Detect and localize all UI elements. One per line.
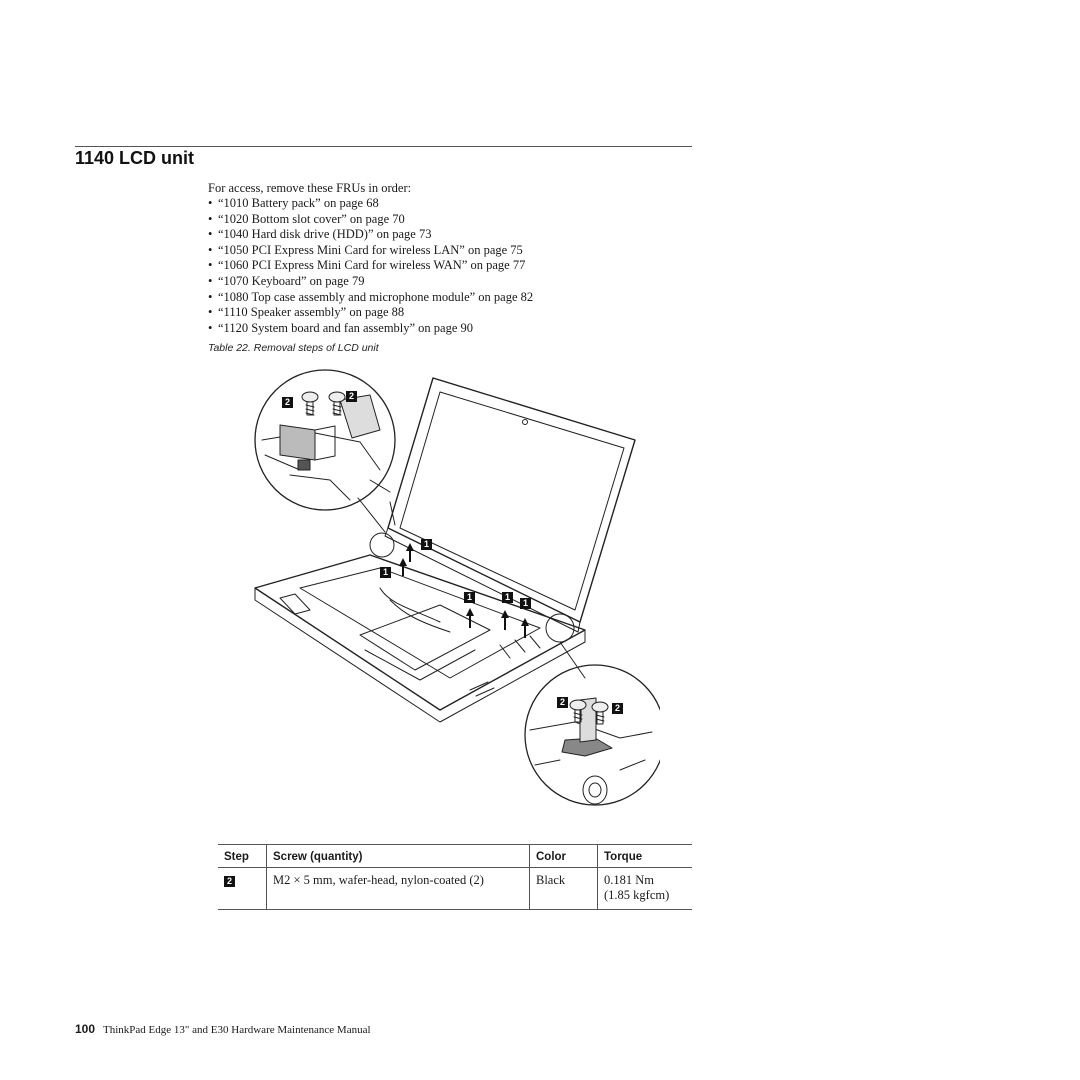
list-item: • “1080 Top case assembly and microphone …	[208, 290, 533, 306]
screw-icon	[569, 699, 587, 723]
lcd-panel	[384, 377, 636, 633]
bullet: •	[208, 320, 213, 335]
callout-2: 2	[282, 397, 293, 408]
callout-1: 1	[421, 539, 432, 550]
lcd-removal-illustration: 2 2 1 1 1 1 1 2 2	[240, 360, 666, 820]
fru-link[interactable]: “1060 PCI Express Mini Card for wireless…	[218, 258, 526, 273]
column-header-color: Color	[529, 844, 598, 868]
list-item: • “1020 Bottom slot cover” on page 70	[208, 212, 533, 228]
screw-icon	[301, 391, 319, 416]
list-item: • “1040 Hard disk drive (HDD)” on page 73	[208, 227, 533, 243]
intro-text: For access, remove these FRUs in order:	[208, 181, 412, 195]
list-item: • “1060 PCI Express Mini Card for wireles…	[208, 258, 533, 274]
bullet: •	[208, 196, 213, 210]
column-header-torque: Torque	[597, 844, 692, 868]
fru-link[interactable]: “1110 Speaker assembly” on page 88	[218, 305, 405, 320]
bullet: •	[208, 242, 213, 257]
list-item: • “1050 PCI Express Mini Card for wireles…	[208, 243, 533, 259]
list-item: • “1010 Battery pack” on page 68	[208, 196, 533, 212]
page-footer: 100 ThinkPad Edge 13" and E30 Hardware Ma…	[75, 1022, 371, 1036]
fru-list: • “1010 Battery pack” on page 68 • “1020 B…	[208, 196, 533, 336]
fru-link[interactable]: “1120 System board and fan assembly” on …	[218, 320, 474, 335]
laptop-line-drawing	[254, 369, 666, 806]
screw-table: Step Screw (quantity) Color Torque 2 M2 …	[218, 844, 692, 910]
fru-link[interactable]: “1010 Battery pack” on page 68	[218, 196, 379, 210]
laptop-base	[254, 554, 586, 723]
cell-step: 2	[218, 867, 267, 910]
hinge-detail-top	[254, 369, 396, 511]
fru-link[interactable]: “1020 Bottom slot cover” on page 70	[218, 211, 405, 226]
callout-1: 1	[520, 598, 531, 609]
list-item: • “1070 Keyboard” on page 79	[208, 274, 533, 290]
page-number: 100	[75, 1022, 96, 1036]
manual-title: ThinkPad Edge 13" and E30 Hardware Maint…	[103, 1024, 371, 1036]
callout-2: 2	[612, 703, 623, 714]
bullet: •	[208, 211, 213, 226]
bullet: •	[208, 227, 213, 242]
callout-1: 1	[464, 592, 475, 603]
torque-nm: 0.181 Nm	[604, 873, 654, 887]
fru-link[interactable]: “1040 Hard disk drive (HDD)” on page 73	[218, 227, 432, 242]
fru-link[interactable]: “1070 Keyboard” on page 79	[218, 273, 365, 288]
arrow-up-icon	[399, 543, 529, 638]
cell-screw: M2 × 5 mm, wafer-head, nylon-coated (2)	[266, 867, 530, 910]
hinge-highlight-left	[369, 532, 395, 558]
bullet: •	[208, 289, 213, 304]
bullet: •	[208, 273, 213, 288]
torque-kgfcm: (1.85 kgfcm)	[604, 888, 670, 902]
cell-torque: 0.181 Nm (1.85 kgfcm)	[597, 867, 692, 910]
screw-icon	[328, 391, 346, 416]
fru-link[interactable]: “1050 PCI Express Mini Card for wireless…	[218, 242, 523, 257]
table-caption: Table 22. Removal steps of LCD unit	[208, 342, 379, 354]
bullet: •	[208, 258, 213, 273]
list-item: • “1110 Speaker assembly” on page 88	[208, 305, 533, 321]
callout-1: 1	[380, 567, 391, 578]
column-header-step: Step	[218, 844, 267, 868]
callout-2: 2	[346, 391, 357, 402]
table-row: 2 M2 × 5 mm, wafer-head, nylon-coated (2…	[218, 867, 692, 910]
cell-color: Black	[529, 867, 598, 910]
bullet: •	[208, 305, 213, 320]
callout-2: 2	[557, 697, 568, 708]
column-header-screw: Screw (quantity)	[266, 844, 530, 868]
screw-icon	[591, 701, 609, 725]
list-item: • “1120 System board and fan assembly” on…	[208, 321, 533, 337]
hinge-detail-bottom	[524, 641, 666, 806]
section-title: 1140 LCD unit	[75, 148, 195, 168]
section-rule	[75, 146, 692, 147]
step-badge: 2	[224, 876, 235, 887]
callout-1: 1	[502, 592, 513, 603]
leader-line	[357, 497, 386, 533]
fru-link[interactable]: “1080 Top case assembly and microphone m…	[218, 289, 534, 304]
table-header-row: Step Screw (quantity) Color Torque	[218, 844, 692, 868]
